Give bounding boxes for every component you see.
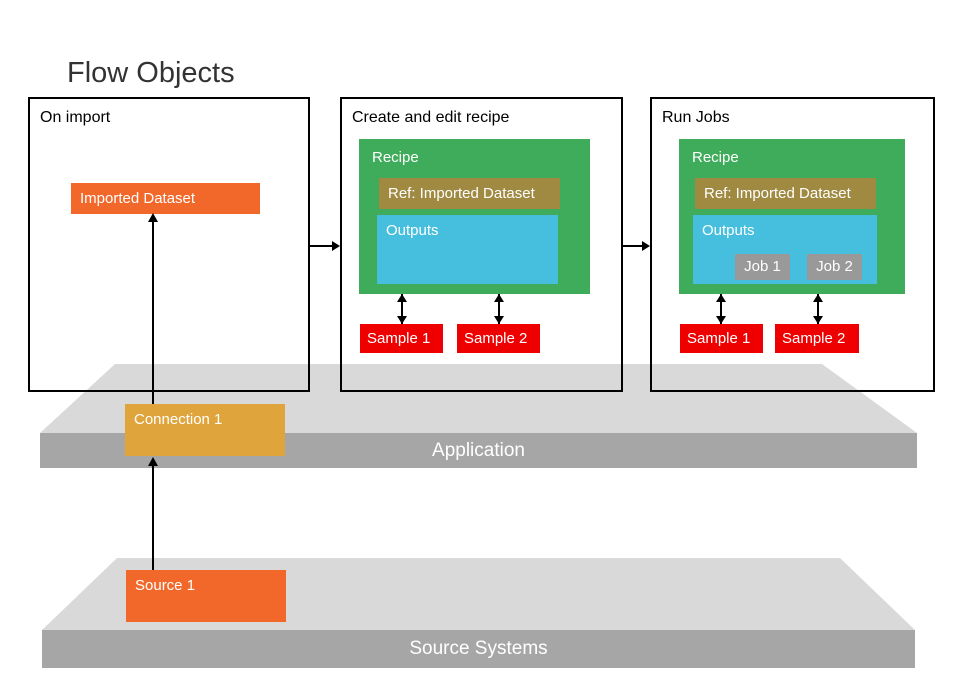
arrow-source-to-connection-head: [148, 457, 158, 466]
arrow-source-to-connection: [152, 464, 154, 570]
source-1-box: Source 1: [126, 570, 286, 622]
arrow-recipe-sample-2: [494, 294, 504, 324]
panel-create-and-edit-recipe-label: Create and edit recipe: [352, 109, 510, 126]
ref-imported-dataset-box: Ref: Imported Dataset: [695, 178, 876, 209]
sample-1-box: Sample 1: [680, 324, 763, 353]
outputs-box: Outputs: [377, 215, 558, 284]
panel-run-jobs: Run Jobs Recipe Ref: Imported Dataset Ou…: [650, 97, 935, 392]
arrow-recipe-sample-2: [813, 294, 823, 324]
outputs-label: Outputs: [386, 222, 439, 239]
connection-1-box: Connection 1: [125, 404, 285, 456]
recipe-label: Recipe: [692, 149, 739, 166]
outputs-label: Outputs: [702, 222, 755, 239]
arrow-connection-to-dataset: [152, 220, 154, 404]
arrow-create-recipe-to-run-jobs: [623, 241, 650, 251]
source-systems-platform-label: Source Systems: [409, 638, 548, 659]
recipe-box: Recipe Ref: Imported Dataset Outputs Job…: [679, 139, 905, 294]
panel-on-import-label: On import: [40, 109, 111, 126]
panel-create-and-edit-recipe: Create and edit recipe Recipe Ref: Impor…: [340, 97, 623, 392]
outputs-box: Outputs Job 1 Job 2: [693, 215, 877, 284]
arrow-connection-to-dataset-head: [148, 213, 158, 222]
sample-2-box: Sample 2: [457, 324, 540, 353]
recipe-label: Recipe: [372, 149, 419, 166]
job-1-box: Job 1: [735, 254, 790, 280]
arrow-recipe-sample-1: [397, 294, 407, 324]
imported-dataset-box: Imported Dataset: [71, 183, 260, 214]
job-2-box: Job 2: [807, 254, 862, 280]
sample-2-box: Sample 2: [775, 324, 859, 353]
panel-on-import: On import Imported Dataset: [28, 97, 310, 392]
sample-1-box: Sample 1: [360, 324, 443, 353]
application-platform-label: Application: [432, 440, 525, 461]
recipe-box: Recipe Ref: Imported Dataset Outputs: [359, 139, 590, 294]
arrow-on-import-to-create-recipe: [310, 241, 340, 251]
diagram-title: Flow Objects: [67, 57, 235, 89]
ref-imported-dataset-box: Ref: Imported Dataset: [379, 178, 560, 209]
arrow-recipe-sample-1: [716, 294, 726, 324]
panel-run-jobs-label: Run Jobs: [662, 109, 730, 126]
source-systems-platform-front: Source Systems: [42, 630, 915, 668]
